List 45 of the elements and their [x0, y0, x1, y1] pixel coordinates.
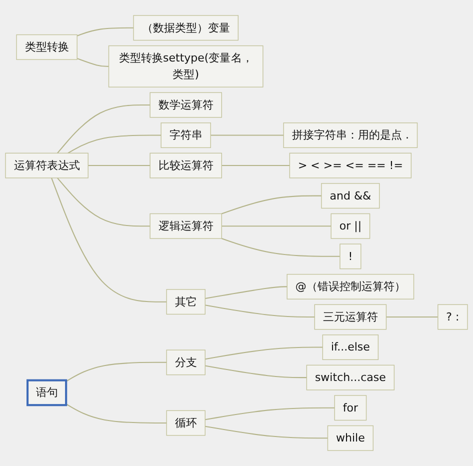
connector	[66, 362, 167, 382]
node-box: switch...case	[306, 364, 395, 390]
connector	[222, 226, 332, 227]
node-box: > < >= <= == !=	[289, 152, 412, 178]
connector	[205, 346, 323, 360]
node-box: （数据类型）变量	[133, 15, 239, 41]
node-box: 类型转换	[16, 34, 78, 60]
connector	[205, 365, 307, 378]
node-box: 拼接字符串：用的是点 .	[283, 122, 418, 148]
connector	[51, 178, 167, 302]
connector	[222, 165, 290, 166]
connector	[221, 238, 340, 257]
connector	[205, 286, 288, 299]
node-box: or ||	[330, 213, 370, 239]
node-box: 分支	[166, 350, 206, 376]
connector	[66, 404, 167, 424]
node-box: 运算符表达式	[5, 152, 88, 178]
node-box: ? :	[438, 304, 468, 330]
connector	[88, 165, 150, 166]
node-box: @（错误控制运算符）	[286, 274, 414, 300]
node-box: 字符串	[160, 122, 211, 148]
node-box: if...else	[322, 334, 379, 360]
connector	[56, 178, 150, 227]
connector	[210, 134, 284, 136]
node-box: and &&	[321, 183, 380, 209]
connector	[205, 304, 315, 318]
node-box: 语句	[26, 379, 68, 406]
node-box: 数学运算符	[150, 92, 222, 118]
connector	[76, 27, 134, 36]
connector	[76, 58, 109, 67]
connector	[205, 407, 335, 420]
node-box: 类型转换settype(变量名，类型)	[108, 45, 264, 88]
node-box: 比较运算符	[150, 152, 222, 178]
node-box: for	[334, 395, 367, 421]
node-box: 逻辑运算符	[150, 213, 222, 239]
node-box: 三元运算符	[314, 304, 387, 330]
connector	[221, 195, 322, 214]
connector	[386, 316, 438, 318]
connector	[205, 426, 328, 439]
node-box: 循环	[166, 410, 206, 436]
node-box: while	[327, 425, 374, 451]
node-box: !	[340, 244, 362, 270]
node-box: 其它	[166, 289, 206, 315]
connector	[68, 134, 162, 154]
connector	[56, 104, 150, 154]
